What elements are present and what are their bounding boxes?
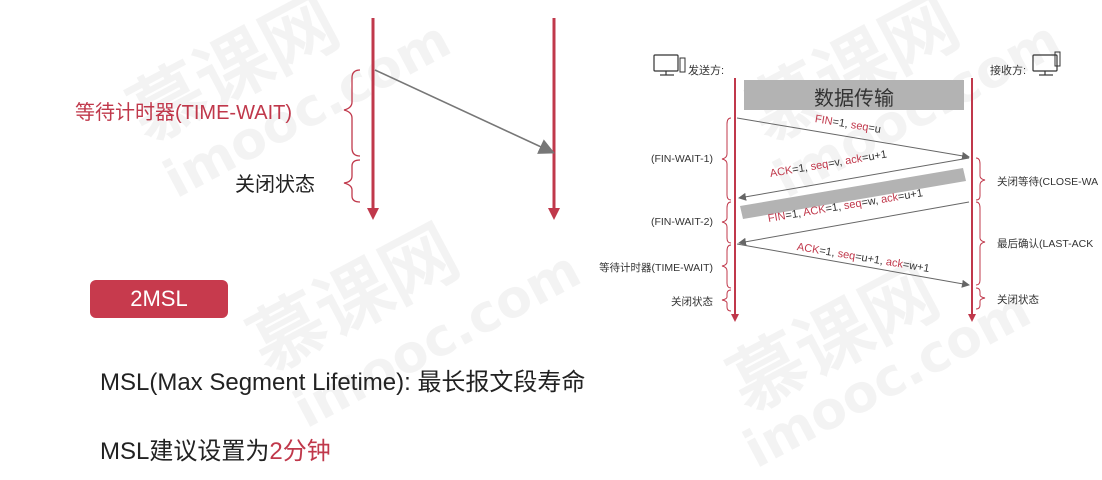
time-wait-label: 等待计时器(TIME-WAIT) (75, 102, 293, 124)
closed-state-label: 关闭状态 (235, 174, 315, 196)
receiver-label: 接收方: (990, 65, 1027, 77)
state-fin-wait-2: (FIN-WAIT-2) (650, 216, 713, 228)
state-closed-receiver: 关闭状态 (997, 294, 1039, 306)
state-closed-sender: 关闭状态 (671, 296, 713, 308)
state-close-wait: 关闭等待(CLOSE-WA (997, 176, 1099, 188)
data-transfer-label: 数据传输 (814, 88, 894, 110)
time-wait-brace (343, 69, 361, 157)
closed-brace (343, 159, 361, 203)
two-msl-badge: 2MSL (90, 280, 228, 318)
msl-suggestion-value: 2分钟 (269, 438, 331, 465)
msl-suggestion-prefix: MSL建议设置为 (100, 438, 270, 465)
badge-text: 2MSL (130, 286, 188, 311)
ack-arrow (374, 69, 555, 154)
server-arrowhead (548, 208, 560, 220)
msl-definition: MSL(Max Segment Lifetime): 最长报文段寿命 (100, 369, 586, 396)
msl-suggestion: MSL建议设置为2分钟 (100, 431, 331, 466)
state-time-wait: 等待计时器(TIME-WAIT) (599, 262, 713, 274)
seq-value: =u (867, 122, 882, 136)
sender-label: 发送方: (688, 65, 725, 77)
state-last-ack: 最后确认(LAST-ACK (997, 238, 1094, 250)
left-timeline-diagram (343, 18, 560, 220)
state-fin-wait-1: (FIN-WAIT-1) (650, 153, 713, 165)
client-arrowhead (367, 208, 379, 220)
